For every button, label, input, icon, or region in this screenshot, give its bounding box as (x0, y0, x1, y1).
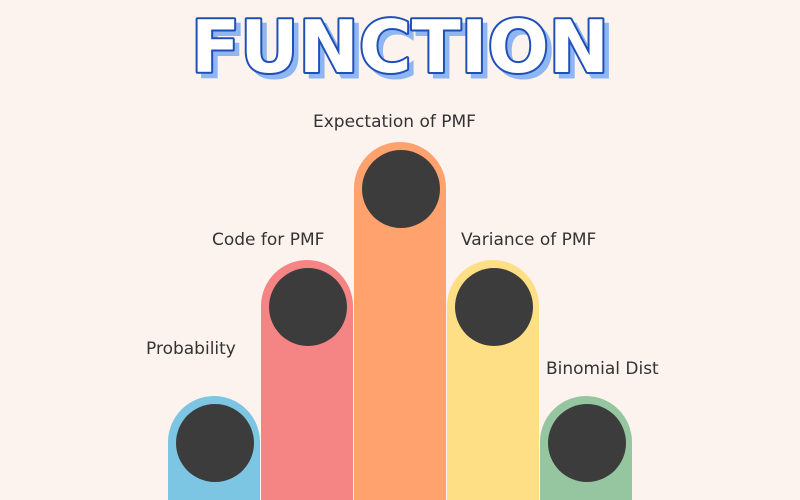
title-graphic: FUNCTION FUNCTION (189, 4, 616, 94)
dot-probability (176, 404, 254, 482)
page-title: FUNCTION FUNCTION (0, 4, 800, 94)
dot-expectation-of-pmf (362, 150, 440, 228)
label-probability: Probability (146, 339, 236, 359)
dot-code-for-pmf (269, 268, 347, 346)
label-code-for-pmf: Code for PMF (212, 230, 325, 250)
dot-binomial-dist (548, 404, 626, 482)
label-variance-of-pmf: Variance of PMF (461, 230, 597, 250)
label-binomial-dist: Binomial Dist (546, 359, 659, 379)
dot-variance-of-pmf (455, 268, 533, 346)
label-expectation-of-pmf: Expectation of PMF (313, 112, 476, 132)
title-shadow: FUNCTION (196, 10, 614, 94)
title-text: FUNCTION (191, 5, 609, 89)
